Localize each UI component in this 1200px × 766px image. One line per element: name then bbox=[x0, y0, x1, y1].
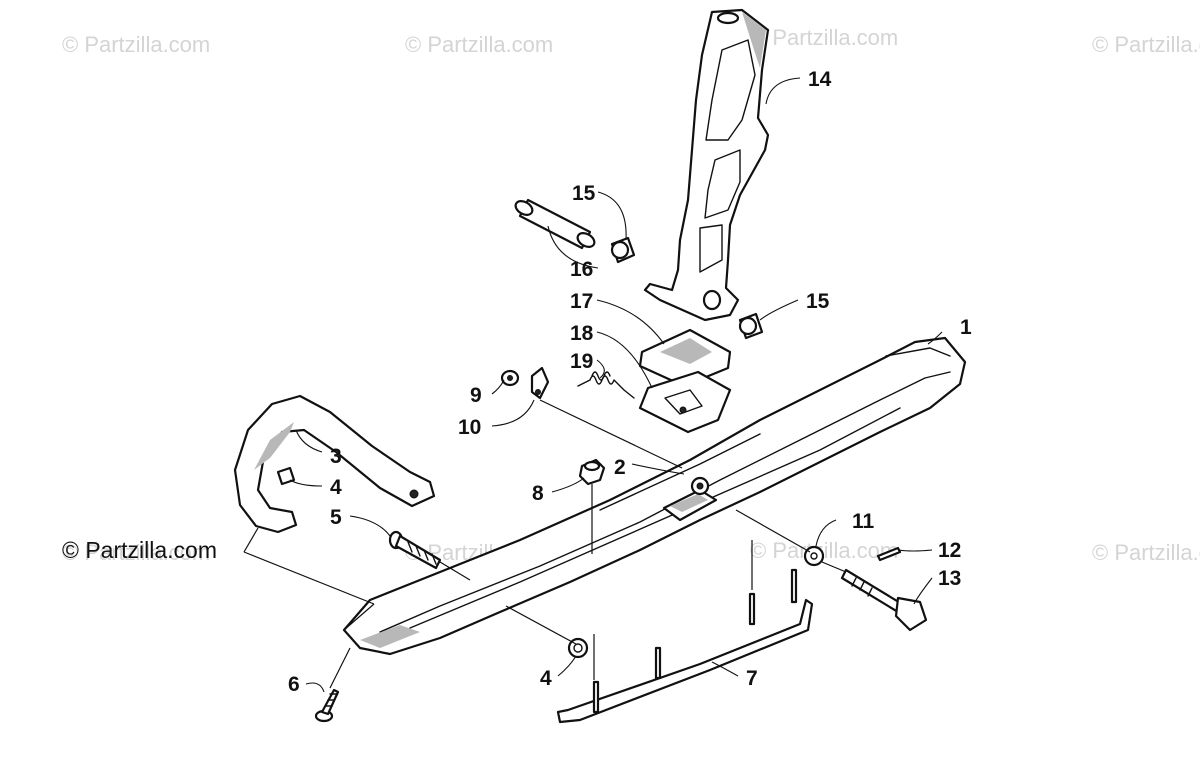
part-1-ski bbox=[342, 336, 967, 656]
callout-4: 4 bbox=[330, 476, 342, 499]
ski-mount-bracket bbox=[662, 476, 718, 522]
part-18-bracket bbox=[638, 370, 732, 434]
callout-18: 18 bbox=[570, 322, 594, 345]
part-3-handle bbox=[233, 394, 436, 534]
callout-6: 6 bbox=[288, 673, 300, 696]
part-19-spring bbox=[577, 371, 635, 399]
callout-19: 19 bbox=[570, 350, 593, 373]
callout-13: 13 bbox=[938, 567, 961, 590]
callout-17: 17 bbox=[570, 290, 593, 313]
part-14-spindle bbox=[643, 8, 770, 322]
part-15-bushing-right bbox=[738, 312, 764, 340]
callout-10: 10 bbox=[458, 416, 481, 439]
callout-15: 15 bbox=[806, 290, 830, 313]
part-4-cap-upper bbox=[276, 466, 296, 486]
watermark-layer: © Partzilla.com © Partzilla.com © Partzi… bbox=[62, 25, 1200, 565]
part-16-pin bbox=[514, 198, 596, 250]
callout-1: 1 bbox=[960, 316, 972, 339]
callout-8: 8 bbox=[532, 482, 544, 505]
callout-pointers bbox=[289, 77, 943, 693]
callout-labels: 1 2 3 4 5 6 7 8 9 10 11 12 13 14 15 15 1… bbox=[288, 68, 972, 696]
callout-11: 11 bbox=[852, 510, 875, 533]
part-11-washer bbox=[803, 545, 825, 567]
callout-16: 16 bbox=[570, 258, 593, 281]
part-15-bushing-left bbox=[610, 236, 636, 264]
callout-9: 9 bbox=[470, 384, 482, 407]
callout-15: 15 bbox=[572, 182, 596, 205]
part-4-nut-lower bbox=[567, 637, 589, 659]
watermark: © Partzilla.com bbox=[62, 32, 210, 57]
watermark: © Partzilla.com bbox=[750, 25, 898, 50]
watermark: © Partzilla.com bbox=[405, 32, 553, 57]
callout-2: 2 bbox=[614, 456, 626, 479]
part-13-bolt bbox=[840, 568, 928, 632]
part-7-runner bbox=[556, 568, 814, 724]
part-9-nut bbox=[500, 369, 520, 387]
callout-3: 3 bbox=[330, 445, 342, 468]
part-8-nut bbox=[578, 458, 606, 486]
callout-14: 14 bbox=[808, 68, 832, 91]
copyright-credit: © Partzilla.com bbox=[62, 537, 217, 563]
watermark: © Partzilla.com bbox=[750, 538, 898, 563]
part-12-pin bbox=[876, 546, 902, 562]
callout-12: 12 bbox=[938, 539, 961, 562]
watermark: © Partzilla.com bbox=[62, 540, 210, 565]
leader-lines bbox=[243, 399, 847, 689]
watermark: © Partzilla.com bbox=[1092, 540, 1200, 565]
callout-7: 7 bbox=[746, 667, 758, 690]
part-10-plate bbox=[530, 366, 550, 400]
watermark: © Partzilla.com bbox=[1092, 32, 1200, 57]
callout-4: 4 bbox=[540, 667, 552, 690]
part-6-screw bbox=[314, 688, 340, 723]
callout-5: 5 bbox=[330, 506, 342, 529]
part-5-bolt bbox=[388, 530, 442, 570]
